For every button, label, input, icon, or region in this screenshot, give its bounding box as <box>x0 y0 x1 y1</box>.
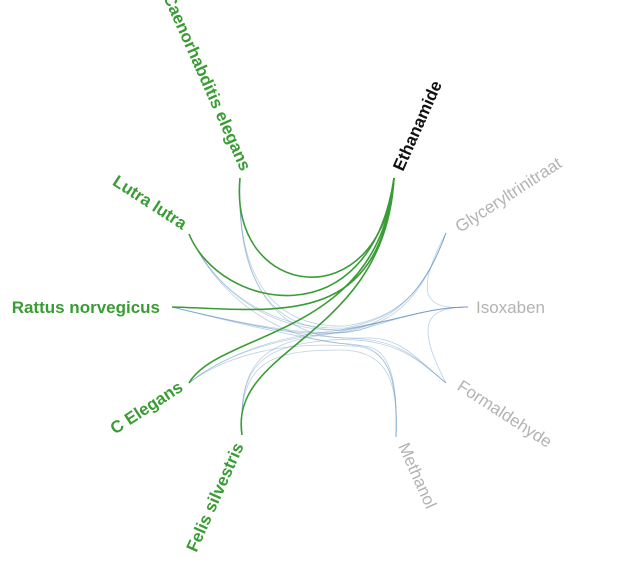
edge-rattus-isoxaben <box>171 306 469 334</box>
edge-felis-isoxaben <box>241 306 469 436</box>
node-label-lutra-lutra[interactable]: Lutra lutra <box>109 172 190 234</box>
edge-celegans-methanol <box>188 344 397 438</box>
edge-celegans-glyceryltrinitraat <box>188 232 447 384</box>
node-label-glyceryltrinitraat[interactable]: Glyceryltrinitraat <box>452 153 566 236</box>
node-label-c-elegans[interactable]: C Elegans <box>107 377 186 438</box>
edge-ethanamide-rattus-norvegicus <box>171 177 395 311</box>
edge-caeno-isoxaben <box>239 177 469 331</box>
edge-rattus-methanol <box>171 306 397 438</box>
node-label-caenorhabditis-elegans[interactable]: Caenorhabditis elegans <box>159 0 254 174</box>
node-label-methanol[interactable]: Methanol <box>394 440 440 512</box>
edge-lutra-methanol <box>188 233 397 438</box>
node-label-ethanamide[interactable]: Ethanamide <box>389 78 446 174</box>
faded-links <box>171 177 469 438</box>
edge-ethanamide-c-elegans <box>188 177 395 384</box>
edge-lutra-isoxaben <box>188 233 469 331</box>
edge-celegans-isoxaben <box>188 306 469 384</box>
edge-isoxaben-glyceryltrinitraat <box>426 232 469 308</box>
node-label-rattus-norvegicus[interactable]: Rattus norvegicus <box>12 298 160 317</box>
node-label-isoxaben[interactable]: Isoxaben <box>476 298 545 317</box>
node-labels: Caenorhabditis elegans Lutra lutra Rattu… <box>12 0 566 555</box>
edge-rattus-formaldehyde <box>171 306 447 384</box>
node-label-felis-silvestris[interactable]: Felis silvestris <box>183 440 248 555</box>
edge-felis-methanol <box>241 349 397 438</box>
edge-caeno-formaldehyde <box>239 177 447 384</box>
edge-felis-formaldehyde <box>241 339 447 436</box>
edge-isoxaben-formaldehyde <box>427 306 469 384</box>
node-label-formaldehyde[interactable]: Formaldehyde <box>454 376 555 451</box>
edge-ethanamide-felis-silvestris <box>240 177 395 436</box>
edge-caeno-glyceryltrinitraat <box>239 177 447 327</box>
edge-lutra-glyceryltrinitraat <box>188 232 447 329</box>
edge-ethanamide-lutra-lutra <box>188 177 395 297</box>
edge-rattus-glyceryltrinitraat <box>171 232 447 334</box>
highlighted-links <box>171 177 395 436</box>
